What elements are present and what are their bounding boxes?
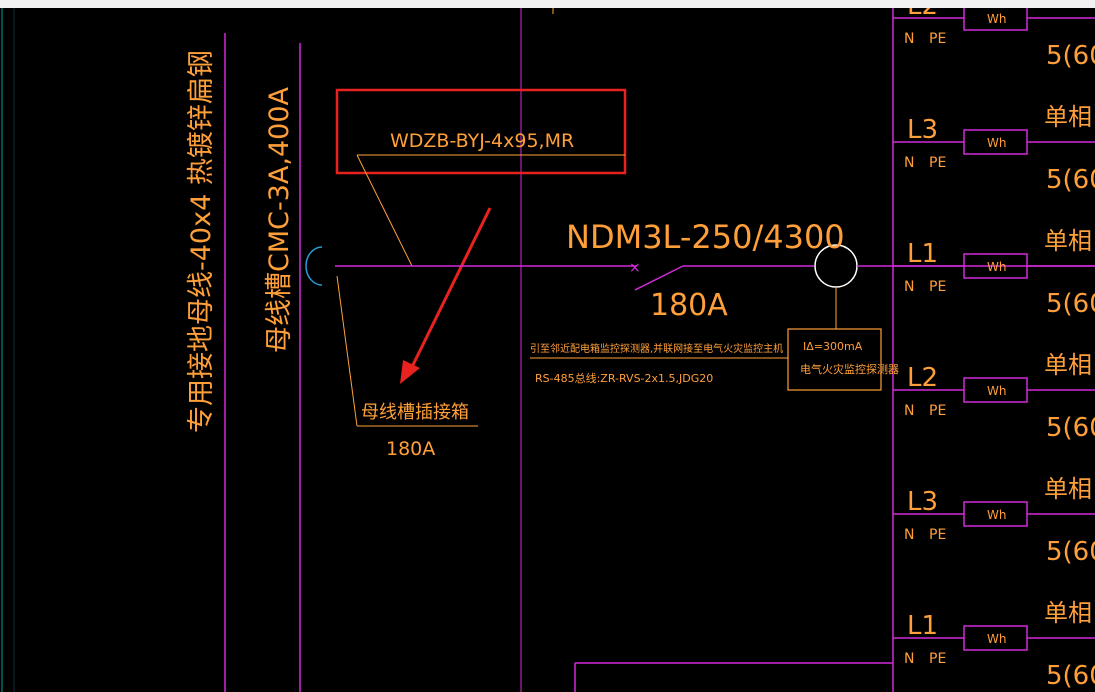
phase-type-label: 单相电 <box>1044 227 1095 255</box>
neutral-label: N <box>904 155 914 171</box>
neutral-label: N <box>904 527 914 543</box>
neutral-label: N <box>904 403 914 419</box>
busway-label: 母线槽CMC-3A,400A <box>264 86 295 353</box>
kwh-meter-label: Wh <box>987 260 1006 274</box>
meter-rating-label: 5(60 <box>1046 661 1095 691</box>
phase-label: L2 <box>907 363 938 393</box>
neutral-label: N <box>904 279 914 295</box>
kwh-meter-label: Wh <box>987 384 1006 398</box>
detector-rating-label: IΔ=300mA <box>803 340 863 353</box>
drawing-canvas[interactable]: 专用接地母线-40x4 热镀锌扁钢 母线槽CMC-3A,400A WDZB-BY… <box>0 8 1095 692</box>
monitor-note-2: RS-485总线:ZR-RVS-2x1.5,JDG20 <box>535 371 713 385</box>
red-arrow-head <box>400 360 420 384</box>
top-toolbar-strip <box>0 0 1095 8</box>
kwh-meter-label: Wh <box>987 508 1006 522</box>
phase-type-label: 单相电 <box>1044 599 1095 627</box>
ground-bus-label: 专用接地母线-40x4 热镀锌扁钢 <box>186 50 217 433</box>
phase-label: L3 <box>907 115 938 145</box>
breaker-x-mark: × <box>629 260 641 276</box>
breaker-current-label: 180A <box>650 288 728 323</box>
kwh-meter-label: Wh <box>987 632 1006 646</box>
phase-type-label: 单相电 <box>1044 103 1095 131</box>
monitor-note-1: 引至邻近配电箱监控探测器,并联网接至电气火灾监控主机 <box>530 342 783 355</box>
detector-name-label: 电气火灾监控探测器 <box>800 362 899 376</box>
phase-label: L2 <box>907 8 938 21</box>
kwh-meter-label: Wh <box>987 136 1006 150</box>
breaker-model-label: NDM3L-250/4300 <box>566 218 845 256</box>
plugbox-leader-line <box>336 275 358 427</box>
meter-rating-label: 5(60 <box>1046 537 1095 567</box>
cable-callout-box[interactable] <box>335 88 627 175</box>
pe-label: PE <box>929 31 946 47</box>
pe-label: PE <box>929 651 946 667</box>
pe-label: PE <box>929 155 946 171</box>
plugbox-current-label: 180A <box>386 438 435 460</box>
phase-type-label: 单相电 <box>1044 475 1095 503</box>
cable-spec-label: WDZB-BYJ-4x95,MR <box>390 130 574 152</box>
phase-label: L1 <box>907 611 938 641</box>
branch-circuits: WhL2NPE5(60WhL3NPE5(60单相电WhL1NPE5(60单相电W… <box>893 8 1095 691</box>
meter-rating-label: 5(60 <box>1046 41 1095 71</box>
cable-leader-line <box>356 154 413 267</box>
meter-rating-label: 5(60 <box>1046 289 1095 319</box>
phase-label: L3 <box>907 487 938 517</box>
pe-label: PE <box>929 527 946 543</box>
meter-rating-label: 5(60 <box>1046 413 1095 443</box>
plugbox-label: 母线槽插接箱 <box>361 402 469 423</box>
phase-label: L1 <box>907 239 938 269</box>
phase-type-label: 单相电 <box>1044 351 1095 379</box>
pe-label: PE <box>929 279 946 295</box>
busway-tap-arc <box>305 246 323 286</box>
fire-detector-box[interactable] <box>787 328 882 391</box>
red-arrow-shaft <box>408 207 492 372</box>
neutral-label: N <box>904 31 914 47</box>
breaker-switch-contact <box>634 265 684 291</box>
pe-label: PE <box>929 403 946 419</box>
neutral-label: N <box>904 651 914 667</box>
meter-rating-label: 5(60 <box>1046 165 1095 195</box>
kwh-meter-label: Wh <box>987 12 1006 26</box>
